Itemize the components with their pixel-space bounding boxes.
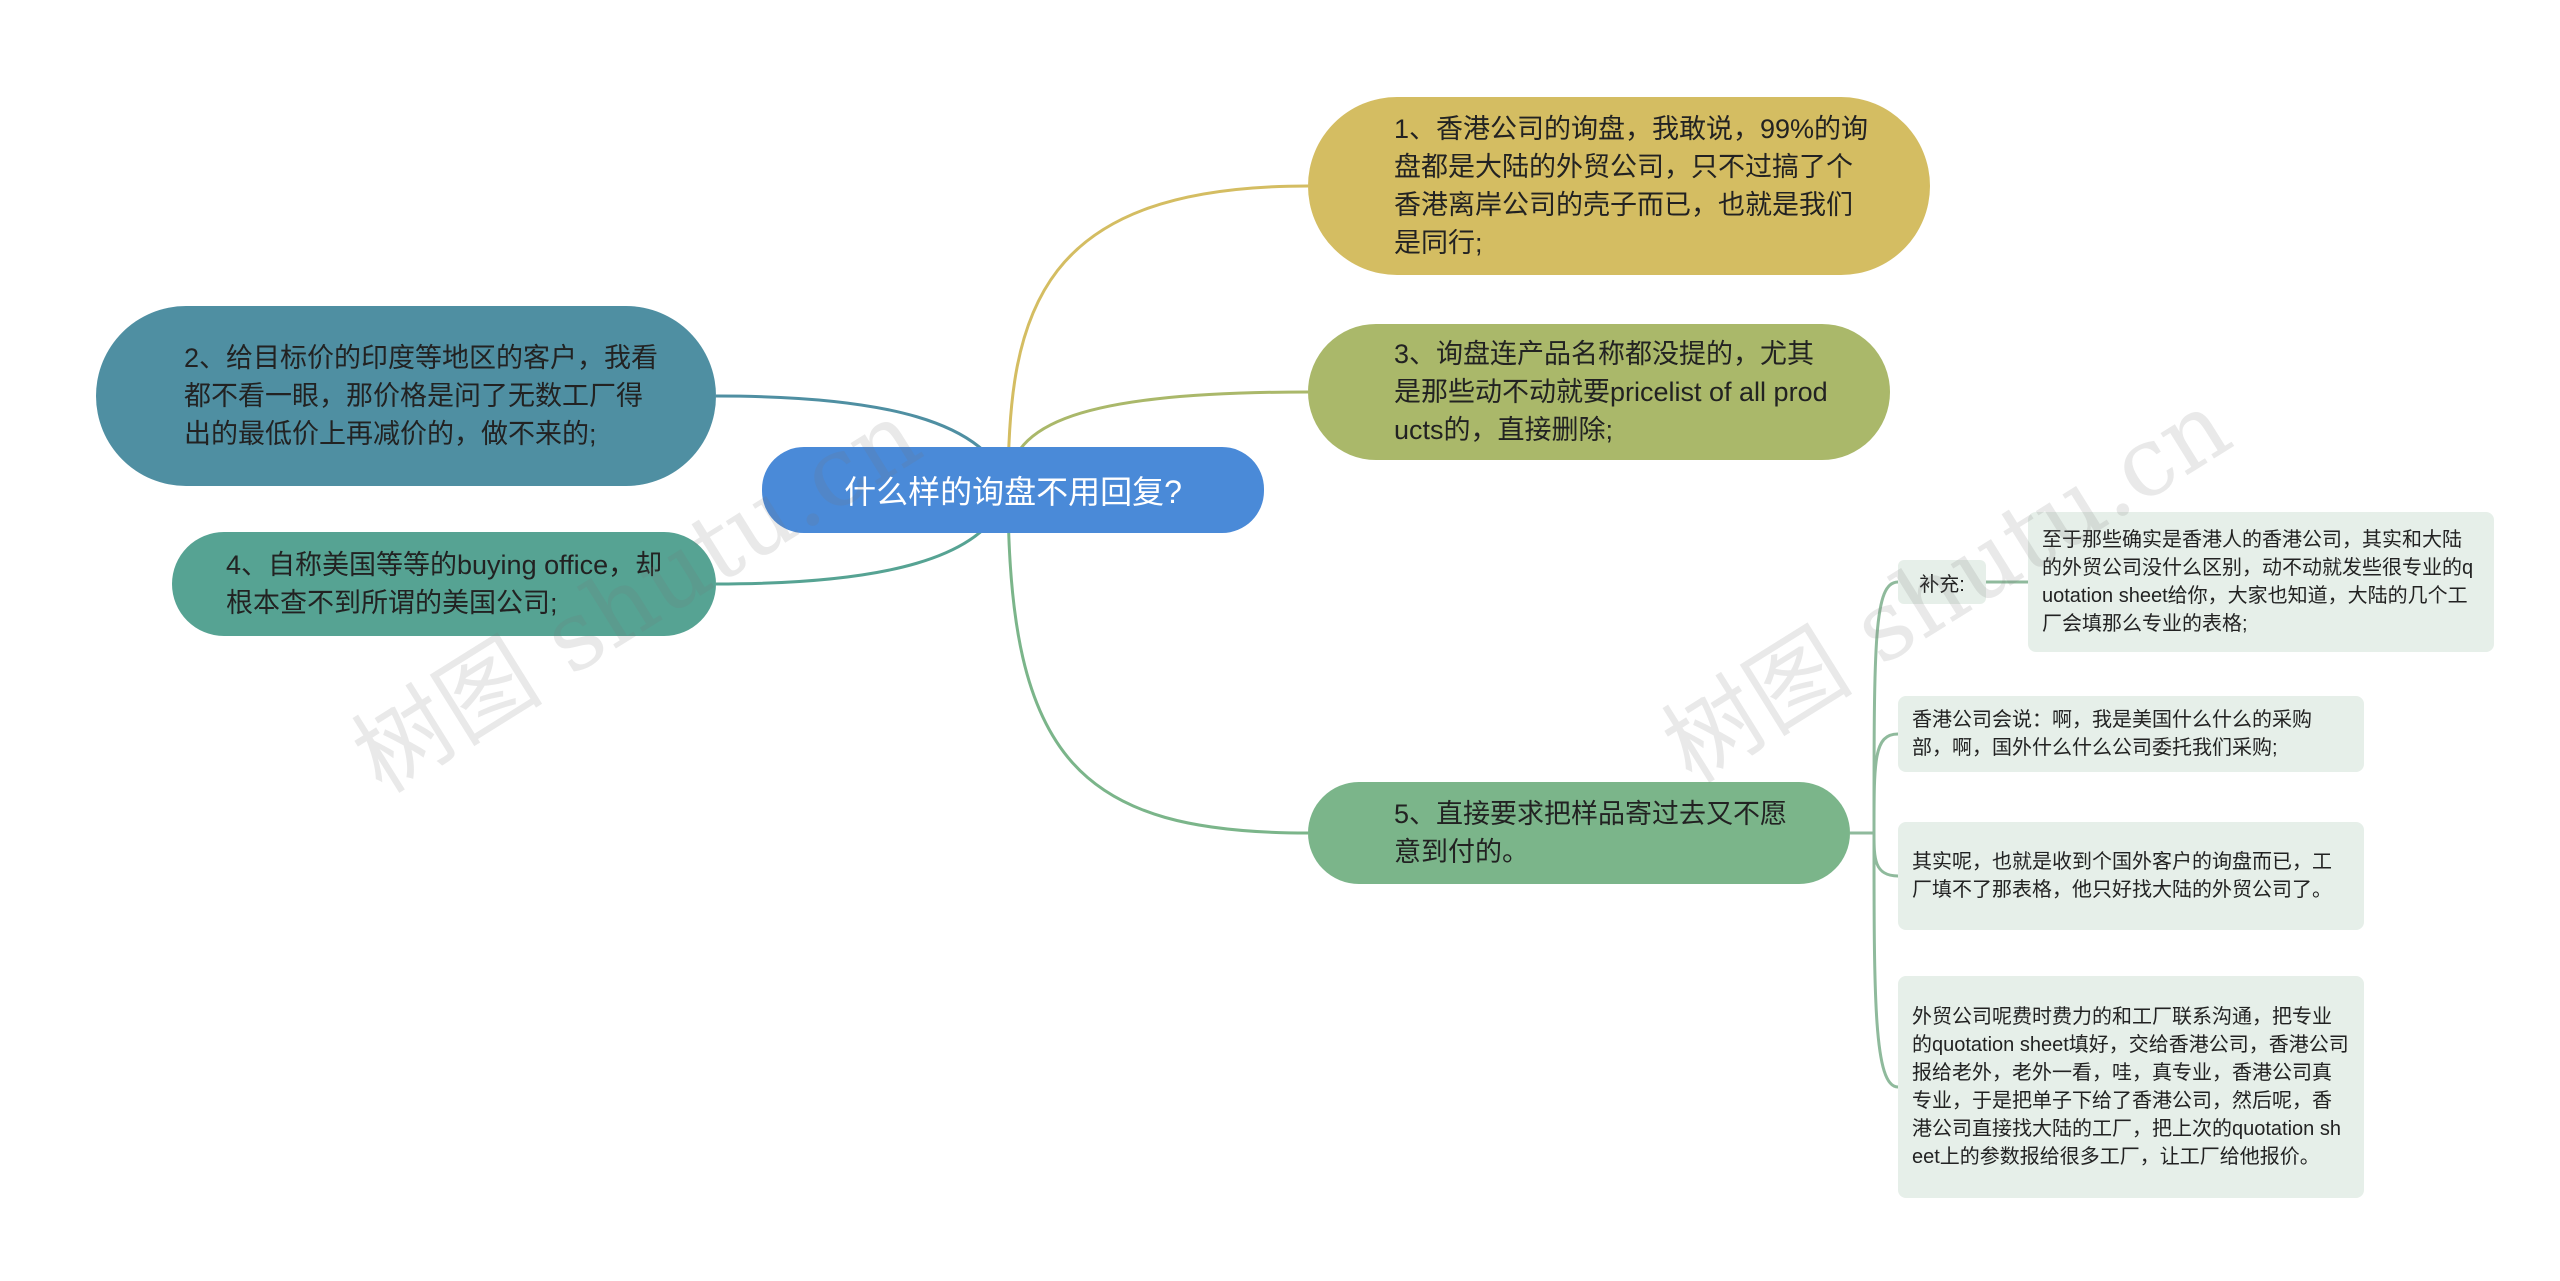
center-node[interactable]: 什么样的询盘不用回复?	[762, 447, 1264, 533]
supplement-label[interactable]: 补充:	[1898, 560, 1986, 604]
supplement-child-text: 至于那些确实是香港人的香港公司，其实和大陆的外贸公司没什么区别，动不动就发些很专…	[2042, 529, 2474, 635]
leaf-1-text: 香港公司会说：啊，我是美国什么什么的采购部，啊，国外什么什么公司委托我们采购;	[1912, 709, 2312, 759]
link-center-b1	[1006, 184, 1309, 491]
link-b5-label	[1872, 580, 1899, 834]
leaf-node-2[interactable]: 其实呢，也就是收到个国外客户的询盘而已，工厂填不了那表格，他只好找大陆的外贸公司…	[1898, 822, 2364, 930]
supplement-child[interactable]: 至于那些确实是香港人的香港公司，其实和大陆的外贸公司没什么区别，动不动就发些很专…	[2028, 512, 2494, 652]
branch-2-text: 2、给目标价的印度等地区的客户，我看都不看一眼，那价格是问了无数工厂得出的最低价…	[184, 343, 659, 449]
branch-1-text: 1、香港公司的询盘，我敢说，99%的询盘都是大陆的外贸公司，只不过搞了个香港离岸…	[1394, 114, 1869, 258]
branch-node-1[interactable]: 1、香港公司的询盘，我敢说，99%的询盘都是大陆的外贸公司，只不过搞了个香港离岸…	[1308, 97, 1930, 275]
link-b5-leaf2	[1872, 832, 1899, 878]
branch-4-text: 4、自称美国等等的buying office，却根本查不到所谓的美国公司;	[226, 550, 663, 618]
link-b5-leaf1	[1872, 732, 1899, 834]
branch-node-3[interactable]: 3、询盘连产品名称都没提的，尤其是那些动不动就要pricelist of all…	[1308, 324, 1890, 460]
branch-node-5[interactable]: 5、直接要求把样品寄过去又不愿意到付的。	[1308, 782, 1850, 884]
branch-3-text: 3、询盘连产品名称都没提的，尤其是那些动不动就要pricelist of all…	[1394, 339, 1828, 445]
link-b5-leaf3	[1872, 832, 1899, 1089]
leaf-node-1[interactable]: 香港公司会说：啊，我是美国什么什么的采购部，啊，国外什么什么公司委托我们采购;	[1898, 696, 2364, 772]
branch-5-text: 5、直接要求把样品寄过去又不愿意到付的。	[1394, 799, 1788, 867]
supplement-label-text: 补充:	[1919, 573, 1965, 596]
branch-node-2[interactable]: 2、给目标价的印度等地区的客户，我看都不看一眼，那价格是问了无数工厂得出的最低价…	[96, 306, 716, 486]
leaf-2-text: 其实呢，也就是收到个国外客户的询盘而已，工厂填不了那表格，他只好找大陆的外贸公司…	[1912, 851, 2332, 901]
link-center-b5	[1006, 489, 1309, 835]
center-title: 什么样的询盘不用回复?	[844, 474, 1182, 510]
branch-node-4[interactable]: 4、自称美国等等的buying office，却根本查不到所谓的美国公司;	[172, 532, 716, 636]
leaf-node-3[interactable]: 外贸公司呢费时费力的和工厂联系沟通，把专业的quotation sheet填好，…	[1898, 976, 2364, 1198]
leaf-3-text: 外贸公司呢费时费力的和工厂联系沟通，把专业的quotation sheet填好，…	[1912, 1006, 2349, 1168]
